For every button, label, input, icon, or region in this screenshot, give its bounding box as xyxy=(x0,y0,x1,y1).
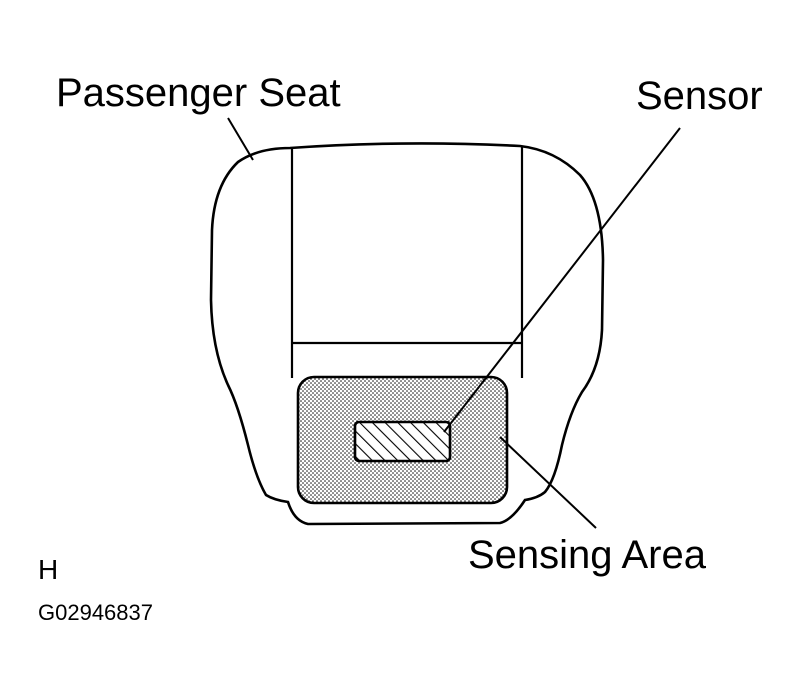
sensor xyxy=(353,420,452,463)
view-letter-label: H xyxy=(38,554,59,585)
passenger-seat-leader-line xyxy=(227,117,254,161)
sensor-leader-line xyxy=(443,127,681,433)
sensing-area-leader-line xyxy=(499,436,597,529)
figure-id-label: G02946837 xyxy=(38,600,153,625)
sensing-area-label: Sensing Area xyxy=(468,533,706,577)
seat-outline xyxy=(209,142,605,526)
passenger-seat-label: Passenger Seat xyxy=(56,71,341,115)
sensor-label: Sensor xyxy=(636,74,763,118)
